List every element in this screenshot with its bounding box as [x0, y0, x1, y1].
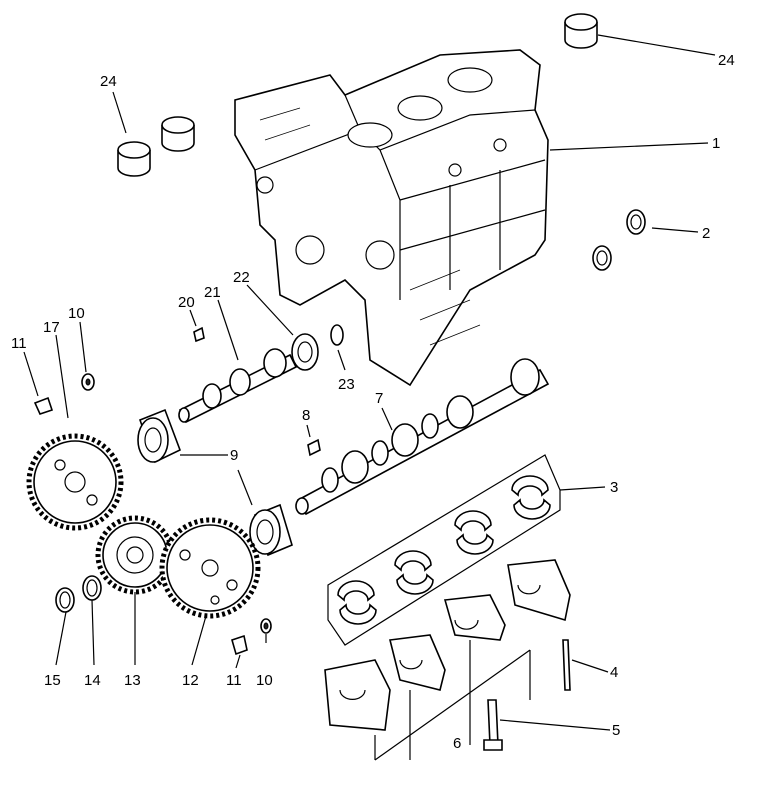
bolt-11-lower — [231, 634, 248, 656]
callout-11-lower: 11 — [226, 672, 242, 689]
ring-15 — [55, 587, 75, 613]
callout-11-upper: 11 — [11, 335, 27, 352]
callout-10-upper: 10 — [68, 305, 85, 322]
bearing-22 — [291, 333, 319, 371]
callout-23: 23 — [338, 376, 355, 393]
callout-7: 7 — [375, 390, 383, 407]
gear-13 — [95, 515, 175, 595]
callout-2: 2 — [702, 225, 710, 242]
callout-21: 21 — [204, 284, 221, 301]
camshaft — [295, 358, 550, 516]
gear-17 — [26, 433, 124, 531]
callout-20: 20 — [178, 294, 195, 311]
callout-12: 12 — [182, 672, 199, 689]
main-bearing-caps — [324, 559, 571, 761]
gear-12 — [159, 517, 261, 619]
callout-22: 22 — [233, 269, 250, 286]
callout-14: 14 — [84, 672, 101, 689]
washer-10-upper — [81, 373, 95, 391]
callout-17: 17 — [43, 319, 60, 336]
oil-seals — [592, 209, 646, 271]
leader-lines — [23, 34, 716, 731]
balancer-shaft — [178, 348, 298, 424]
callout-24-left: 24 — [100, 73, 117, 90]
plug-caps-left — [117, 116, 195, 177]
bearing-shells — [327, 454, 561, 646]
key-20 — [193, 326, 205, 343]
bolt-5 — [483, 699, 503, 751]
cylinder-block — [234, 49, 549, 387]
callout-10-lower: 10 — [256, 672, 273, 689]
ring-14 — [82, 575, 102, 601]
bolt-11-upper — [33, 396, 54, 415]
key-8 — [307, 438, 321, 457]
callout-1: 1 — [712, 135, 720, 152]
washer-10-lower — [260, 618, 272, 634]
callout-9: 9 — [230, 447, 238, 464]
bearing-upper — [137, 408, 182, 464]
callout-6: 6 — [453, 735, 461, 752]
plug-cap-right — [564, 13, 598, 49]
stud-4 — [562, 639, 571, 691]
callout-labels: 1 2 3 4 5 6 7 8 9 10 10 11 11 12 13 14 1… — [11, 52, 735, 752]
callout-5: 5 — [612, 722, 620, 739]
circlip-23 — [330, 324, 344, 346]
callout-3: 3 — [610, 479, 618, 496]
bearing-lower — [249, 503, 293, 557]
callout-13: 13 — [124, 672, 141, 689]
callout-4: 4 — [610, 664, 618, 681]
callout-24-right: 24 — [718, 52, 735, 69]
callout-15: 15 — [44, 672, 61, 689]
callout-8: 8 — [302, 407, 310, 424]
shell-pair — [337, 475, 551, 625]
